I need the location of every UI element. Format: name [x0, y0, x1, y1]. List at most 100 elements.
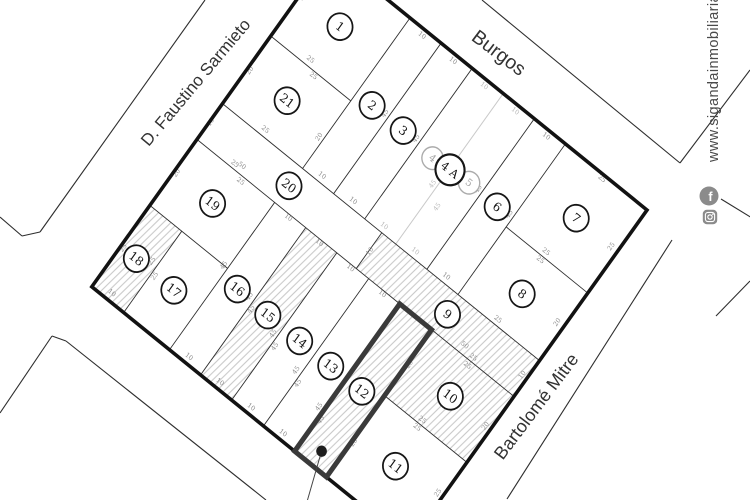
dimension-label: 25 — [297, 0, 308, 2]
lot-marker-6[interactable]: 6 — [480, 188, 515, 226]
pin-leader-line — [306, 451, 323, 500]
dimension-label: 45 — [379, 107, 390, 119]
lot-marker-4A[interactable]: 4 A — [430, 148, 471, 191]
dimension-label: 10 — [510, 105, 521, 117]
lot-boundary — [169, 202, 276, 351]
dimension-label: 25 — [462, 359, 473, 371]
lot-boundary — [426, 118, 535, 270]
dimension-label: 10 — [184, 351, 195, 363]
lot-marker-13[interactable]: 13 — [313, 347, 348, 385]
dimension-label: 45 — [291, 364, 302, 376]
street-edge-line — [481, 0, 681, 164]
dimension-label: 10 — [106, 287, 117, 299]
lot-number: 5 — [463, 177, 474, 190]
dimension-label: 20 — [313, 131, 324, 143]
facebook-icon[interactable]: f — [699, 186, 719, 206]
lot-boundary — [123, 230, 183, 313]
street-edge-line — [720, 198, 750, 218]
lot-marker-1[interactable]: 1 — [322, 8, 357, 46]
street-edge-line — [21, 231, 41, 237]
dimension-label: 45 — [268, 328, 279, 340]
lot-marker-8[interactable]: 8 — [505, 275, 540, 313]
lot-marker-11[interactable]: 11 — [378, 447, 413, 485]
dimension-label: 10 — [348, 195, 359, 207]
dimension-label: 10 — [517, 369, 528, 381]
dimension-label: 10 — [317, 170, 328, 182]
dimension-label: 20 — [552, 316, 563, 328]
dimension-label: 25 — [412, 421, 423, 433]
lot-number: 4 — [426, 152, 437, 165]
dimension-label: 25 — [541, 246, 552, 258]
instagram-icon[interactable] — [702, 209, 718, 225]
lot-boundary — [222, 103, 540, 361]
dimension-label: 10 — [345, 262, 356, 274]
lot-marker-16[interactable]: 16 — [220, 270, 255, 308]
lot-marker-15[interactable]: 15 — [250, 296, 285, 334]
lot-marker-3[interactable]: 3 — [386, 112, 421, 150]
lot-circle — [434, 299, 461, 329]
street-edge-line — [0, 335, 53, 414]
dimension-label: 45 — [218, 259, 229, 271]
lot-circle — [562, 203, 590, 233]
website-url[interactable]: www.sigandainmobiliaria. — [706, 0, 722, 163]
dimension-label: 25 — [146, 255, 157, 267]
street-edge-line — [51, 335, 67, 342]
lot-marker-20[interactable]: 20 — [271, 167, 306, 205]
selected-lot-outline[interactable] — [291, 300, 436, 481]
dimension-label: 25 — [596, 173, 607, 185]
dimension-label: 10 — [314, 237, 325, 249]
lot-circle — [286, 326, 314, 356]
dimension-label: 10 — [410, 245, 421, 257]
dimension-label: 25 — [606, 241, 617, 253]
lot-boundary — [457, 143, 566, 295]
lot-boundary — [200, 227, 307, 376]
lot-marker-17[interactable]: 17 — [156, 272, 191, 310]
dimension-label: 20 — [171, 167, 182, 179]
street-edge-line — [715, 280, 750, 317]
lot-marker-21[interactable]: 21 — [269, 82, 304, 120]
dimension-label: 20 — [480, 420, 491, 432]
lot-marker-12[interactable]: 12 — [344, 373, 379, 411]
lot-marker-2[interactable]: 2 — [354, 87, 389, 125]
lot-marker-18[interactable]: 18 — [119, 240, 154, 278]
dimension-label: 10 — [541, 130, 552, 142]
instagram-lens-glyph — [707, 214, 713, 220]
lot-circle — [436, 381, 464, 411]
dimension-label: 45 — [504, 208, 515, 220]
lot-boundary — [302, 17, 411, 169]
lot-circle — [223, 274, 251, 304]
lot-circle — [326, 12, 354, 41]
lot-circle — [122, 244, 150, 273]
lot-marker-10[interactable]: 10 — [433, 377, 468, 415]
dimension-label: 10 — [441, 270, 452, 282]
dimension-label: 25 — [118, 242, 129, 254]
lot-marker-14[interactable]: 14 — [282, 322, 317, 360]
block-border — [89, 0, 650, 500]
lot-marker-19[interactable]: 19 — [195, 185, 230, 223]
lot-boundary — [263, 278, 370, 427]
location-pin-dot — [316, 445, 327, 457]
lot-boundary — [231, 252, 338, 401]
lot-marker-7[interactable]: 7 — [559, 199, 594, 237]
dimension-label: 45 — [411, 133, 422, 145]
dimension-label: 10 — [364, 245, 375, 257]
dimension-label: 45 — [244, 290, 255, 302]
lot-circle — [348, 377, 376, 406]
street-edge-line — [39, 0, 206, 233]
dimension-label: 45 — [292, 377, 303, 389]
dimension-label: 25 — [229, 158, 240, 170]
lot-circle — [389, 116, 417, 145]
dimension-label: 45 — [315, 414, 326, 426]
lot-marker-9[interactable]: 9 — [430, 296, 465, 334]
dimension-label: 10 — [379, 220, 390, 232]
lot-boundary — [196, 139, 401, 305]
dimension-label: 25 — [308, 70, 319, 82]
street-edge-line — [65, 340, 267, 500]
lot-boundary — [355, 232, 383, 269]
lot-circle — [483, 192, 511, 222]
dimension-label: 10 — [448, 55, 459, 67]
dimension-label: 25 — [149, 270, 160, 282]
lot-circle — [160, 276, 188, 305]
lot-boundary — [333, 42, 442, 194]
